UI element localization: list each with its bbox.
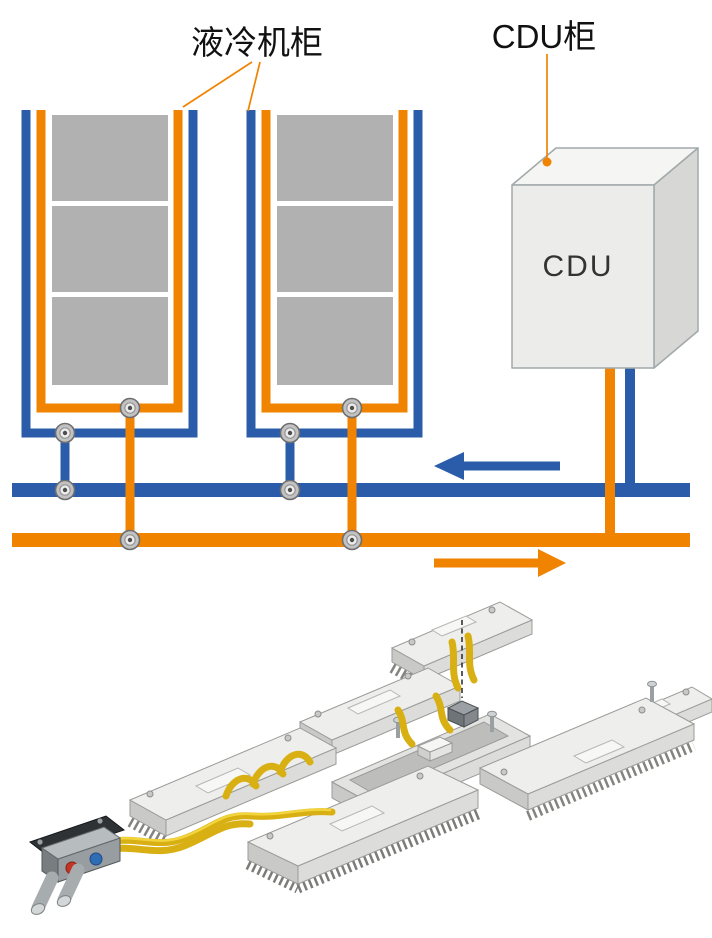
heatsink-fins xyxy=(127,817,169,847)
screw-icon xyxy=(404,672,412,680)
target-top-face xyxy=(446,700,480,716)
server-block xyxy=(277,115,393,201)
valve-icon xyxy=(341,529,363,551)
server-block xyxy=(277,297,393,385)
leader-line xyxy=(247,61,261,112)
rack-2-supply-loop xyxy=(246,110,423,438)
cdu-leader xyxy=(542,54,552,167)
board-plate xyxy=(346,689,402,715)
rack-1-return-loop xyxy=(36,110,183,413)
cdu-right-face xyxy=(653,147,699,369)
plate-screw-icon xyxy=(97,818,103,824)
cdu-box: CDU xyxy=(511,147,699,369)
board-plate xyxy=(194,767,252,794)
screw-icon xyxy=(488,606,496,614)
screw-icon xyxy=(284,734,292,742)
server-board-mid-left xyxy=(127,727,338,847)
server-board-right xyxy=(478,680,696,821)
cdu-box-label: CDU xyxy=(543,250,614,283)
server-block xyxy=(52,115,168,201)
cdu-front-face xyxy=(511,184,655,369)
u-tube xyxy=(276,750,314,776)
cdu-leader-dot xyxy=(542,157,552,167)
cable-highlight xyxy=(88,808,332,850)
blue-port xyxy=(89,852,103,866)
board-plate xyxy=(572,739,626,764)
coolant-tubes xyxy=(84,632,478,862)
rack-2-server-blocks xyxy=(277,115,393,385)
rack-1-supply-loop xyxy=(21,110,198,438)
s-tube xyxy=(432,692,454,734)
rack-2-return-loop xyxy=(261,110,408,413)
nozzle-cap xyxy=(56,895,72,907)
valve-icon xyxy=(341,397,363,419)
rack-leader-lines xyxy=(182,61,261,112)
screw-icon xyxy=(266,832,274,840)
screw-icon xyxy=(146,790,154,798)
valve-icon xyxy=(279,479,301,501)
screw-post-head xyxy=(487,710,497,718)
server-board-bottom xyxy=(245,765,481,894)
screw-icon xyxy=(500,768,508,776)
board-plate xyxy=(430,615,478,637)
valves xyxy=(54,397,363,551)
nozzle xyxy=(57,863,85,907)
install-pointer xyxy=(446,620,480,728)
server-module-illustration xyxy=(28,601,712,915)
valve-icon xyxy=(279,422,301,444)
screw-icon xyxy=(416,772,424,780)
supply-arrowhead-icon xyxy=(434,452,464,480)
screw-icon xyxy=(638,706,646,714)
valve-icon xyxy=(119,529,141,551)
board-top-face xyxy=(478,697,696,795)
screw-icon xyxy=(682,688,690,696)
server-block xyxy=(52,297,168,385)
nozzle-cap xyxy=(30,903,46,915)
cooling-loop-schematic: CDU 液冷机柜 xyxy=(12,18,699,577)
nozzle xyxy=(31,871,59,915)
valve-icon xyxy=(54,422,76,444)
supply-flow-arrow xyxy=(434,452,560,480)
leader-line xyxy=(182,61,253,108)
return-arrowhead-icon xyxy=(538,549,566,577)
v-tube xyxy=(448,638,462,692)
screw-post-head xyxy=(647,680,657,688)
s-tube xyxy=(394,706,416,748)
server-block xyxy=(277,206,393,292)
tray-block-top xyxy=(416,736,454,753)
screw-icon xyxy=(314,710,322,718)
heatsink-fins xyxy=(526,741,696,821)
valve-icon xyxy=(54,479,76,501)
rack-cabinet-label: 液冷机柜 xyxy=(191,24,323,61)
heatsink-fins xyxy=(295,808,481,894)
board-plate xyxy=(328,805,386,832)
screw-icon xyxy=(408,638,416,646)
return-flow-arrow xyxy=(434,549,566,577)
quick-connector xyxy=(28,815,126,915)
cdu-cabinet-label: CDU柜 xyxy=(492,18,597,55)
rack-1-server-blocks xyxy=(52,115,168,385)
connector-top-face xyxy=(40,826,122,860)
main-coolant-cable xyxy=(86,808,336,854)
pointer-target-connector xyxy=(446,700,480,728)
plate-screw-icon xyxy=(37,839,43,845)
valve-icon xyxy=(119,397,141,419)
server-block xyxy=(52,206,168,292)
v-tube xyxy=(464,632,478,684)
